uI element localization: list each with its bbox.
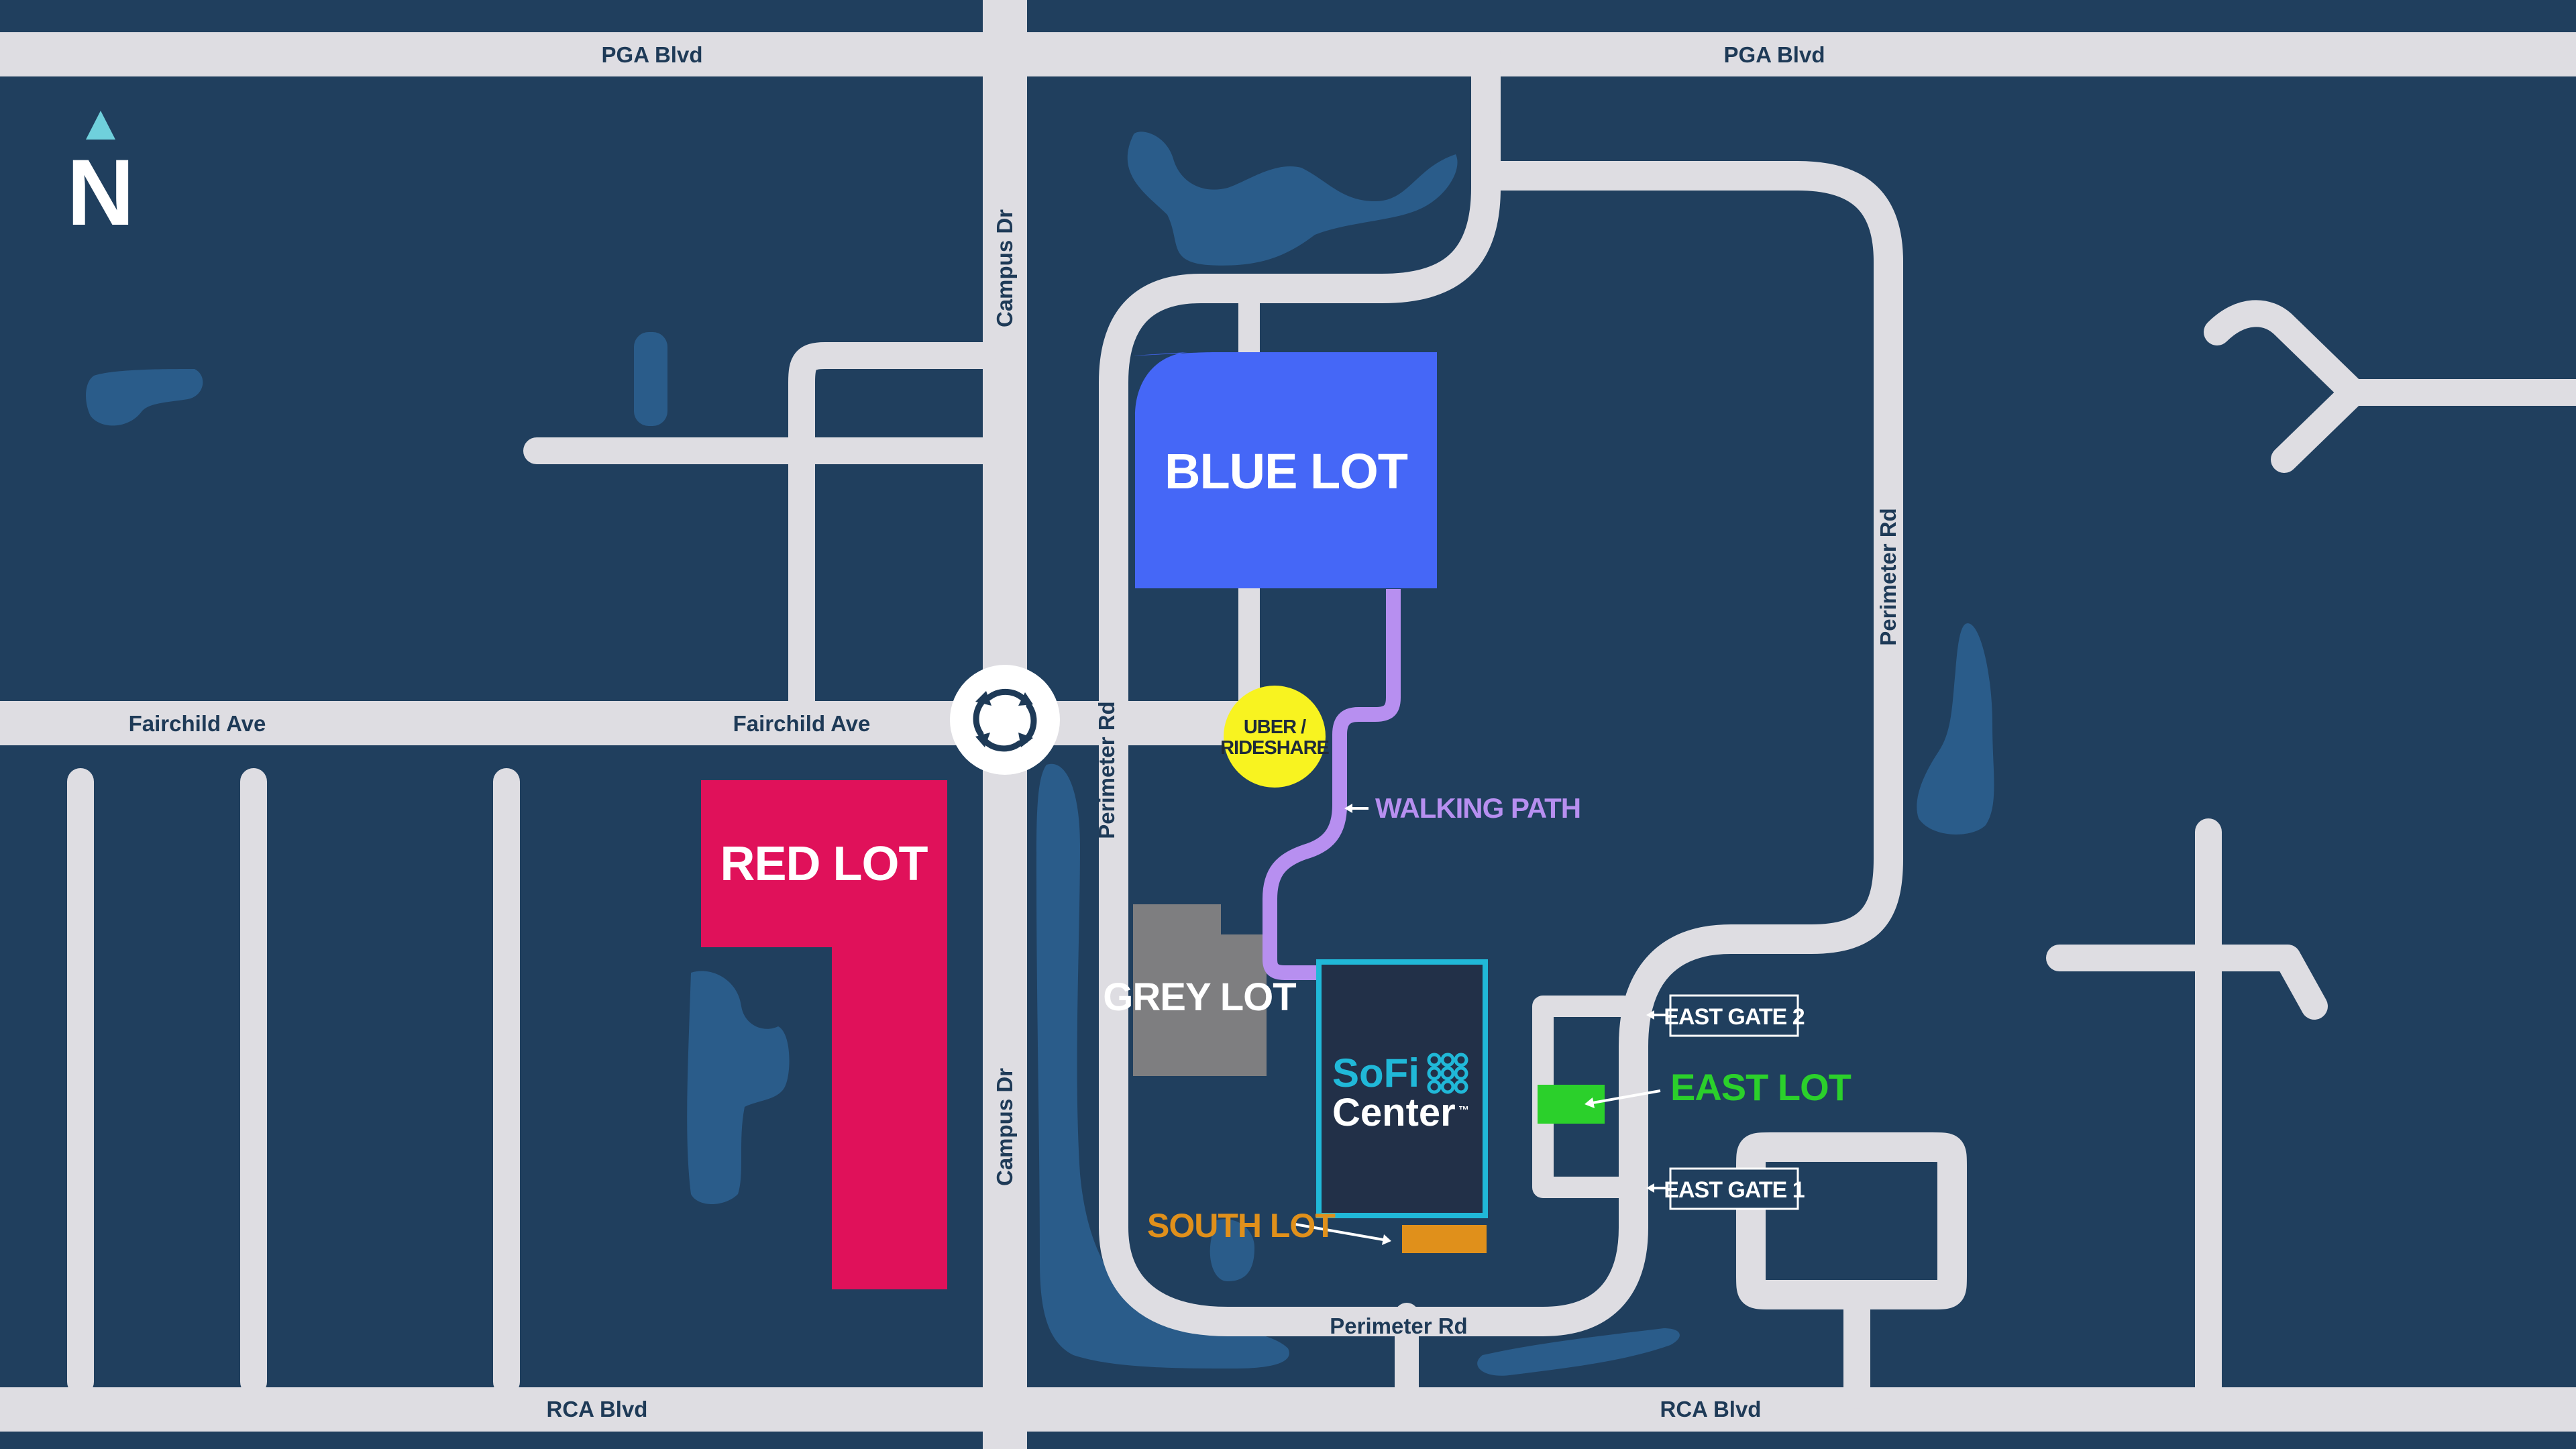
grey-lot[interactable]: GREY LOT	[1103, 904, 1297, 1076]
rideshare-line2: RIDESHARE	[1220, 737, 1329, 759]
pond-southeast	[1477, 1328, 1680, 1376]
east-gate-2-label: EAST GATE 2	[1664, 1004, 1804, 1030]
perimeter-rd-south-label: Perimeter Rd	[1330, 1313, 1467, 1338]
pga-blvd-west-label: PGA Blvd	[602, 42, 703, 67]
rca-blvd	[0, 1387, 2576, 1432]
compass: N	[66, 111, 135, 245]
sofi-dots-logo-icon	[1427, 1053, 1468, 1094]
pga-blvd	[0, 32, 2576, 76]
east-gate-2[interactable]: EAST GATE 2	[1664, 994, 1805, 1037]
walking-path-label: WALKING PATH	[1375, 792, 1580, 824]
pond-east	[1917, 623, 1994, 835]
perimeter-rd-east-label: Perimeter Rd	[1876, 508, 1900, 645]
venue-trademark: ™	[1458, 1105, 1469, 1116]
compass-label: N	[66, 140, 134, 245]
perimeter-rd-west-label: Perimeter Rd	[1094, 701, 1119, 839]
east-square-loop	[1736, 1132, 1967, 1309]
west-upper-road	[788, 342, 996, 718]
pond-small	[634, 332, 667, 426]
fairchild-west-label: Fairchild Ave	[129, 711, 266, 736]
pond-north	[1127, 131, 1458, 266]
east-gate-1[interactable]: EAST GATE 1	[1664, 1167, 1805, 1210]
red-lot-shape	[701, 780, 947, 1289]
pond-south	[1210, 1219, 1254, 1281]
grey-lot-label: GREY LOT	[1103, 975, 1296, 1019]
fairchild-ave	[0, 701, 1275, 745]
rca-blvd-west-label: RCA Blvd	[547, 1397, 648, 1421]
roundabout-icon	[973, 688, 1037, 752]
grey-lot-shape	[1133, 904, 1267, 1076]
campus-dr-south-label: Campus Dr	[992, 1068, 1017, 1186]
roundabout	[950, 665, 1060, 775]
pond-red-lot	[687, 971, 790, 1204]
ne-road-fork-b	[2271, 379, 2367, 473]
rideshare-line1: UBER /	[1244, 716, 1306, 738]
perimeter-rd-west	[1099, 39, 1903, 1336]
se-road-h	[2046, 945, 2328, 1020]
north-arrow-icon	[86, 111, 115, 140]
rca-blvd-east-label: RCA Blvd	[1660, 1397, 1762, 1421]
rideshare-pickup[interactable]: UBER / RIDESHARE	[1220, 686, 1330, 788]
south-lot-label: SOUTH LOT	[1147, 1207, 1335, 1244]
venue-name-line1: SoFi	[1332, 1051, 1419, 1095]
red-lot-label: RED LOT	[720, 837, 928, 891]
blue-lot-shape	[1134, 352, 1437, 588]
rideshare-circle	[1224, 686, 1326, 788]
water-features	[86, 131, 1994, 1376]
south-lot-marker[interactable]	[1402, 1225, 1487, 1253]
pga-blvd-east-label: PGA Blvd	[1724, 42, 1825, 67]
roundabout-arrowheads	[975, 691, 1033, 747]
callout-arrows	[1291, 804, 1667, 1245]
pond-west	[86, 369, 203, 426]
pond-canal	[1036, 763, 1289, 1368]
ne-road-fork	[2204, 300, 2576, 406]
venue-name-line2: Center	[1332, 1091, 1456, 1134]
blue-lot[interactable]: BLUE LOT	[1134, 352, 1437, 588]
walking-path	[1263, 589, 1401, 980]
east-gate-1-box	[1669, 1167, 1799, 1210]
roundabout-circle	[950, 665, 1060, 775]
blue-lot-label: BLUE LOT	[1165, 443, 1408, 499]
east-lot-label: EAST LOT	[1670, 1066, 1851, 1108]
fairchild-center-label: Fairchild Ave	[733, 711, 871, 736]
east-gate-1-label: EAST GATE 1	[1664, 1177, 1804, 1203]
red-lot[interactable]: RED LOT	[701, 780, 947, 1289]
east-lot-marker[interactable]	[1538, 1085, 1605, 1124]
sofi-center-venue[interactable]: SoFi Center ™	[1316, 959, 1488, 1218]
east-gate-2-box	[1669, 994, 1799, 1037]
campus-dr-north-label: Campus Dr	[992, 209, 1017, 327]
